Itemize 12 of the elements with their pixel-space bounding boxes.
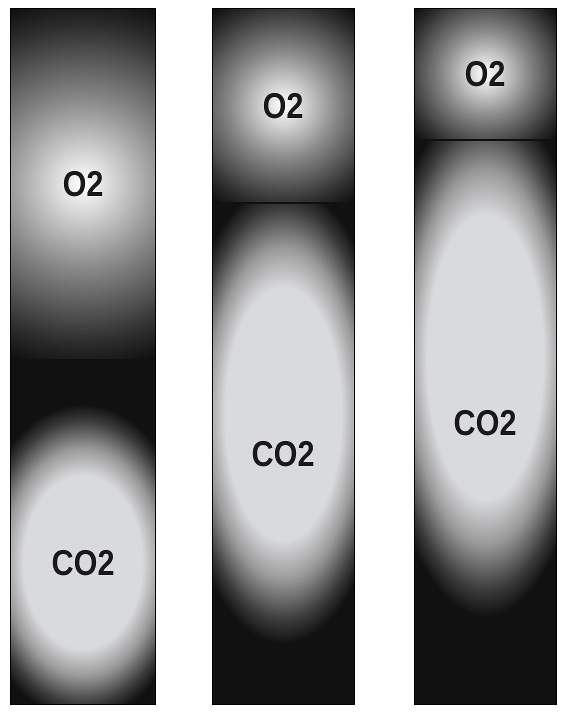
gas-segment [414,140,557,705]
gas-label: O2 [263,84,304,126]
gas-segment [212,203,355,705]
gas-label: CO2 [454,402,517,444]
gas-segment [212,8,355,203]
gas-segment [10,8,156,360]
gas-segment [10,360,156,705]
gas-label: CO2 [252,433,315,475]
gas-label: CO2 [52,542,114,584]
gas-segment [414,8,557,140]
gas-label: O2 [62,163,104,205]
gas-label: O2 [465,53,506,95]
